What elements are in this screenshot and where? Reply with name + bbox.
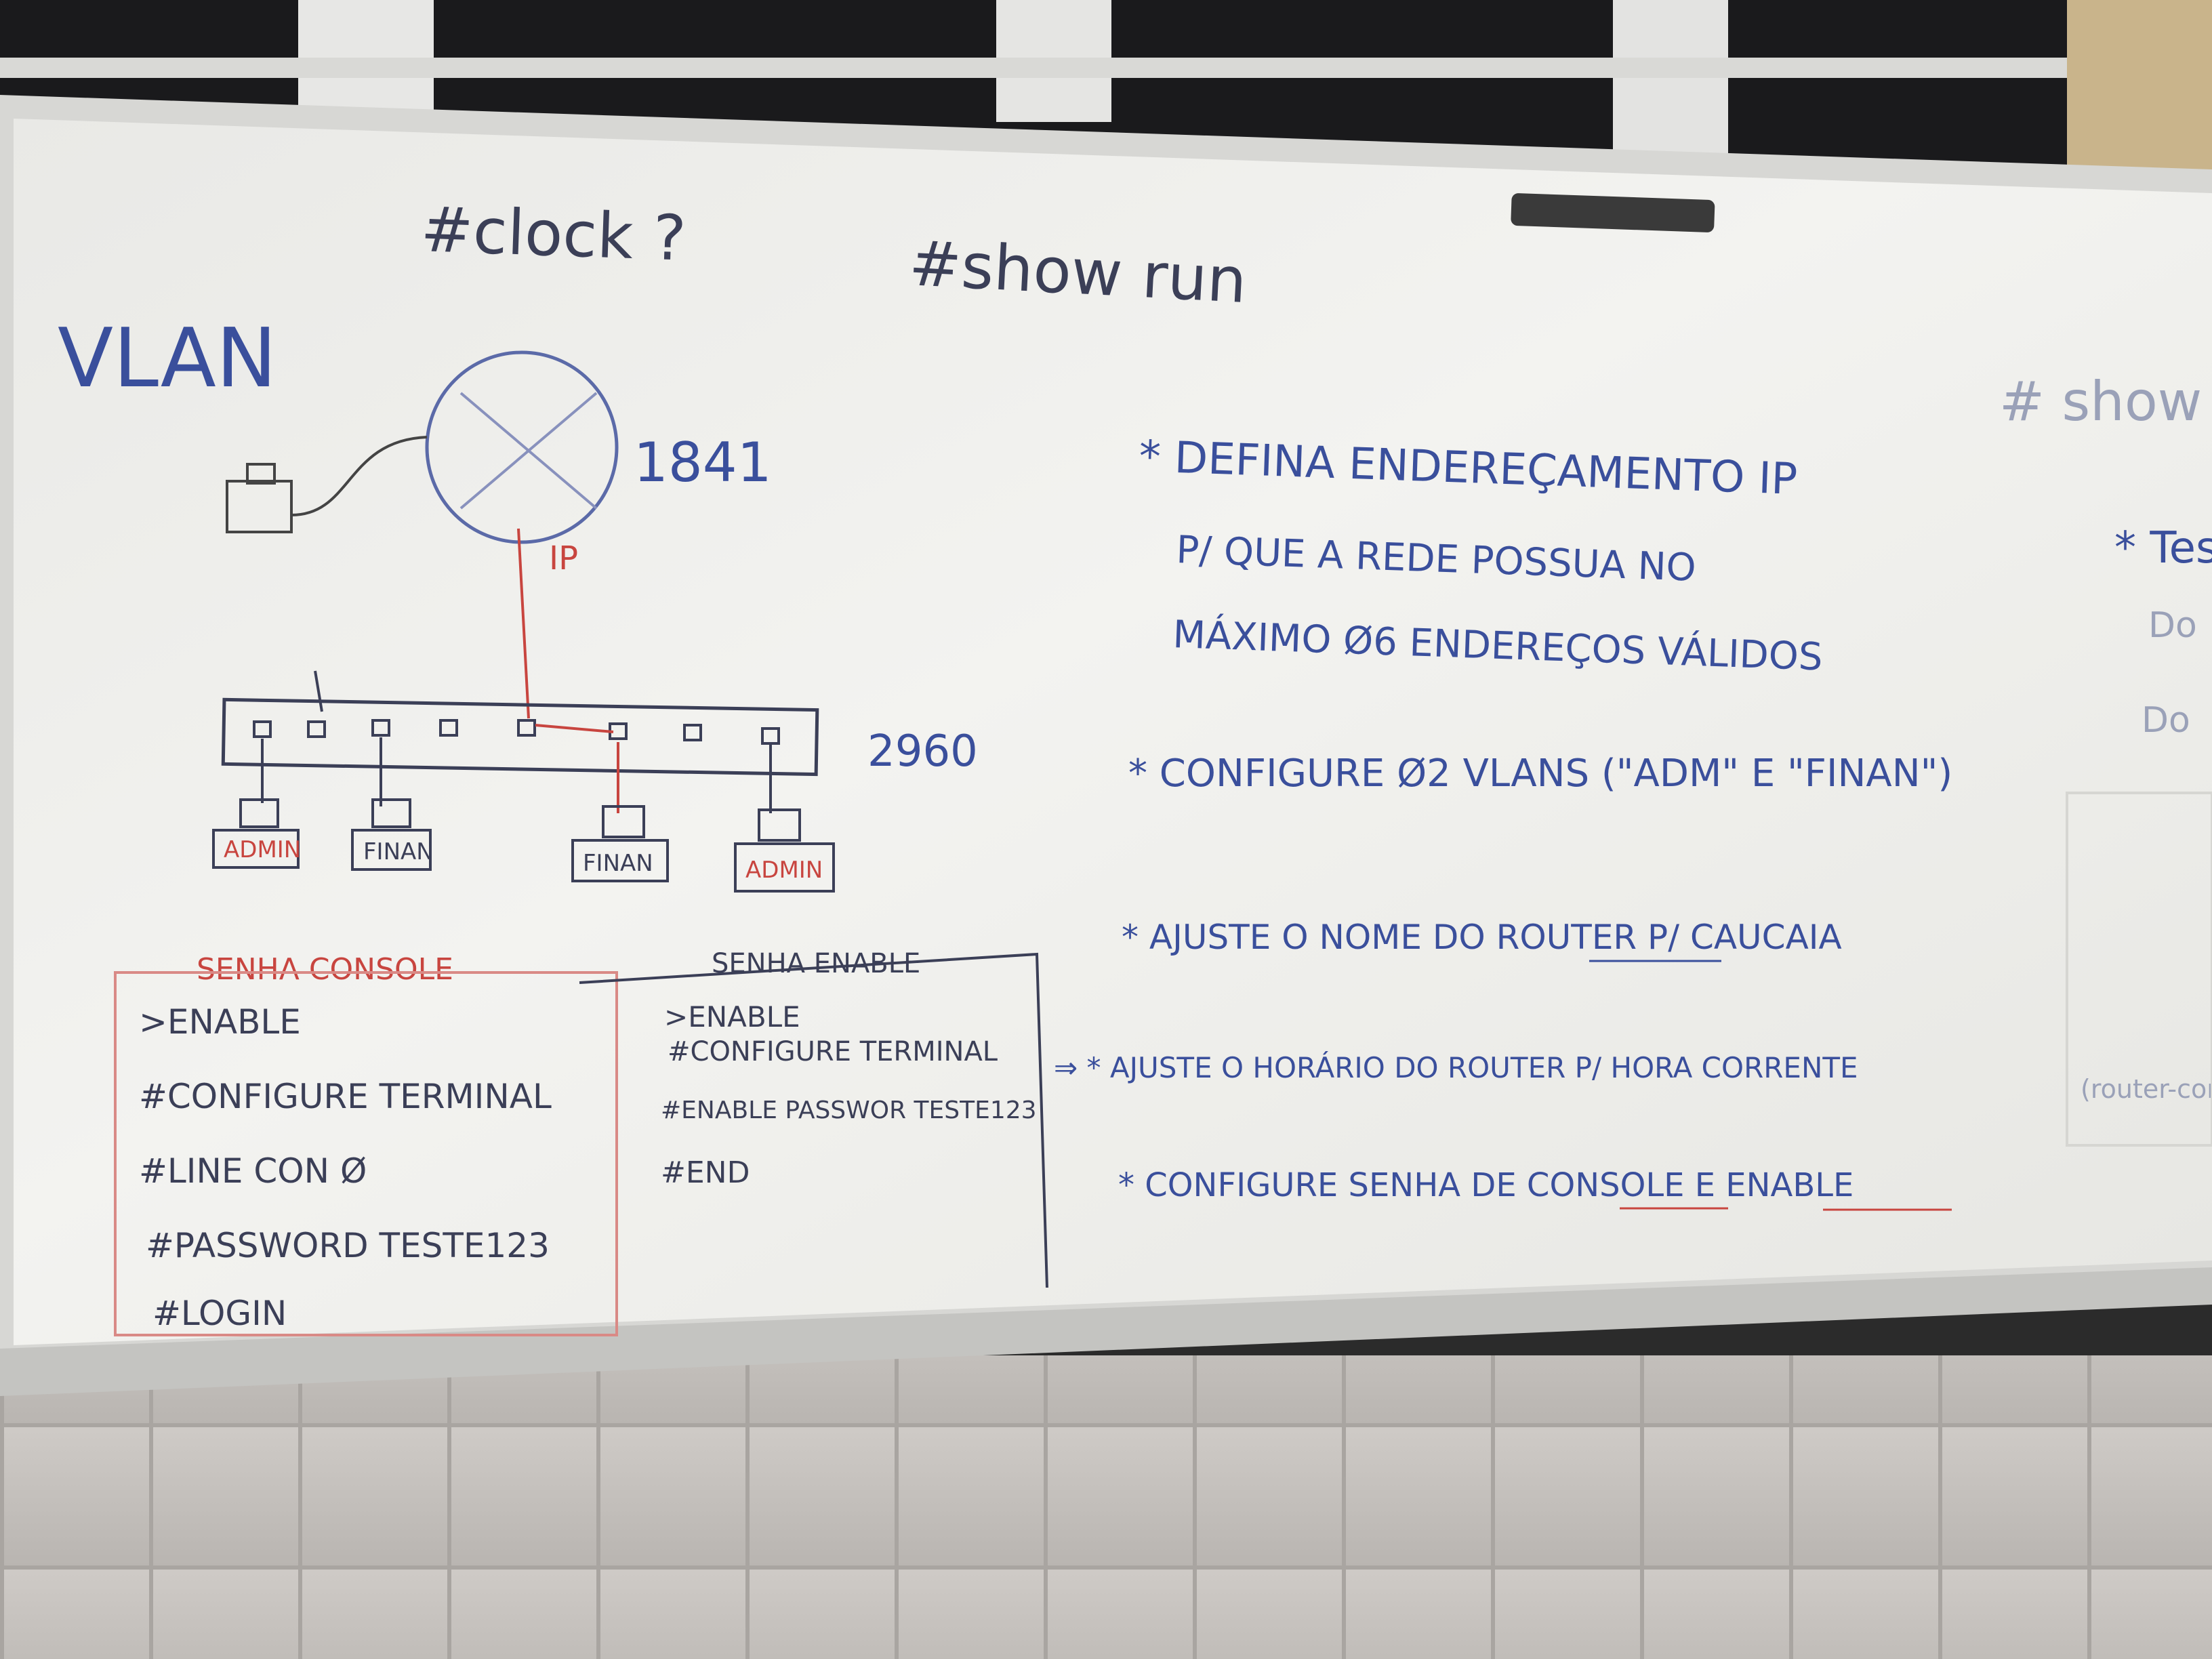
host-1 [212, 798, 300, 869]
console-cable [291, 436, 428, 516]
tile-wall [0, 1355, 2212, 1659]
enable-line-4: #END [661, 1155, 750, 1190]
console-line-3: #LINE CON Ø [139, 1151, 367, 1191]
whiteboard [0, 95, 2212, 1396]
right-fragment-show: # show [1999, 370, 2202, 433]
host-2 [351, 798, 432, 871]
router-symbol [425, 350, 619, 544]
console-line-4: #PASSWORD TESTE123 [146, 1226, 550, 1265]
right-fragment-router-conf: (router-conf [2081, 1074, 2212, 1104]
right-fragment-do-2: Do [2142, 700, 2190, 741]
host-4 [734, 808, 835, 893]
vlan-heading: VLAN [58, 312, 277, 406]
show-run-command: #show run [907, 227, 1248, 317]
window-area [0, 0, 2212, 224]
console-line-1: >ENABLE [139, 1002, 301, 1042]
switch-symbol [221, 697, 819, 777]
host-links [261, 724, 772, 813]
host-2-label: FINAN [363, 838, 434, 865]
enable-line-1: >ENABLE [664, 1000, 800, 1033]
task-2: * CONFIGURE Ø2 VLANS ("ADM" E "FINAN") [1128, 752, 1952, 796]
console-box-title: SENHA CONSOLE [197, 952, 453, 987]
task-5: * CONFIGURE SENHA DE CONSOLE E ENABLE [1118, 1166, 1853, 1204]
right-fragment-tes: * Tes [2114, 523, 2212, 573]
task-3: * AJUSTE O NOME DO ROUTER P/ CAUCAIA [1122, 918, 1842, 957]
console-line-2: #CONFIGURE TERMINAL [139, 1077, 552, 1116]
board-writing: #clock ? #show run VLAN # show * Tes Do … [58, 193, 2212, 1104]
host-3 [571, 805, 669, 882]
console-password-box: SENHA CONSOLE >ENABLE #CONFIGURE TERMINA… [114, 952, 618, 1336]
router-switch-link [517, 528, 530, 719]
task-4: ⇒ * AJUSTE O HORÁRIO DO ROUTER P/ HORA C… [1054, 1050, 1858, 1084]
pc-icon [226, 480, 293, 533]
enable-line-2: #CONFIGURE TERMINAL [668, 1036, 998, 1067]
console-line-5: #LOGIN [152, 1294, 287, 1333]
router-model-label: 1841 [634, 431, 772, 494]
clock-command: #clock ? [419, 193, 687, 275]
right-fragment-do-1: Do [2148, 605, 2197, 646]
switch-model-label: 2960 [867, 726, 978, 777]
ip-label: IP [549, 539, 578, 577]
enable-password-box: SENHA ENABLE >ENABLE #CONFIGURE TERMINAL… [579, 948, 1048, 1288]
host-3-label: FINAN [583, 850, 653, 877]
host-1-label: ADMIN [224, 836, 301, 863]
host-4-label: ADMIN [745, 857, 823, 884]
enable-line-3: #ENABLE PASSWOR TESTE123 [661, 1097, 1037, 1124]
erased-box [2066, 792, 2212, 1147]
network-diagram: 1841 IP 2960 ADMIN [212, 350, 978, 893]
